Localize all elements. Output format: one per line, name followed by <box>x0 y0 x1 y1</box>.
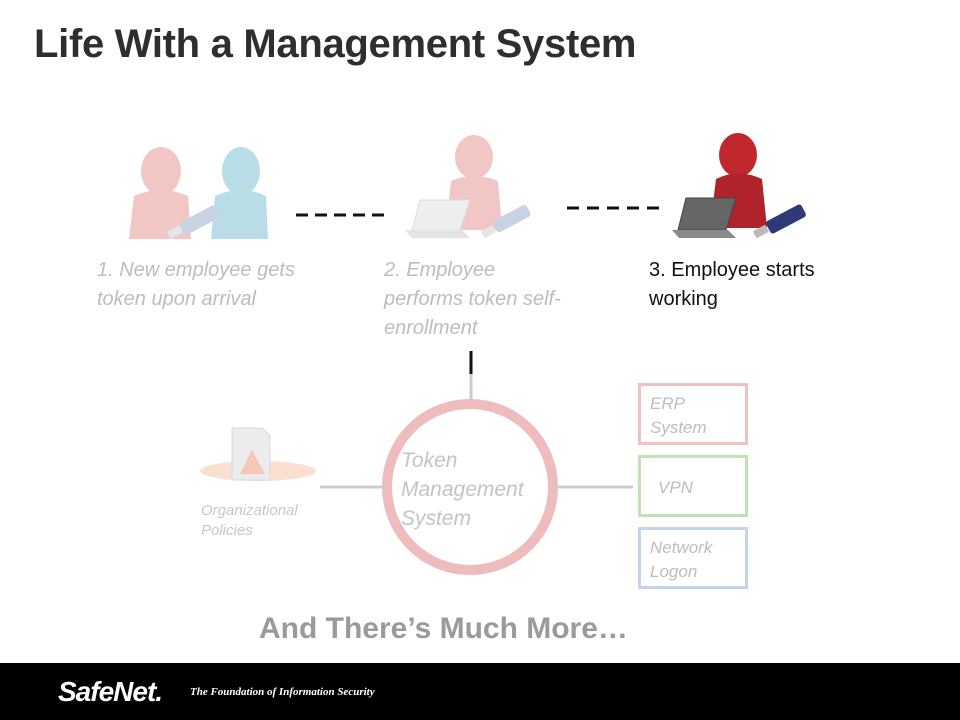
usb-token-icon <box>480 204 531 239</box>
erp-system-label: ERP System <box>650 394 707 437</box>
usb-token-icon <box>752 204 806 239</box>
network-logon-label: Network Logon <box>650 538 713 581</box>
much-more-caption: And There’s Much More… <box>259 612 628 645</box>
organizational-policies-label: Organizational Policies <box>201 502 298 539</box>
token-management-system-label: Token Management System <box>401 449 524 530</box>
brand-tagline: The Foundation of Information Security <box>190 686 375 698</box>
footer-bar <box>0 663 960 720</box>
step-2-label: 2. Employee performs token self-enrollme… <box>384 259 561 339</box>
vpn-label: VPN <box>658 478 693 497</box>
step-1-label: 1. New employee gets token upon arrival <box>97 259 295 310</box>
vpn-box: VPN <box>638 455 748 517</box>
usb-token-icon <box>166 205 220 239</box>
document-icon <box>200 427 316 481</box>
safenet-logo-text: SafeNet. <box>58 676 163 707</box>
laptop-icon <box>405 199 471 238</box>
erp-system-box: ERP System <box>638 383 748 445</box>
laptop-icon <box>672 197 737 238</box>
person-icon <box>211 147 268 239</box>
person-icon <box>129 147 191 239</box>
network-logon-box: Network Logon <box>638 527 748 589</box>
slide-title: Life With a Management System <box>34 22 637 66</box>
step-3-label: 3. Employee starts working <box>649 259 815 310</box>
